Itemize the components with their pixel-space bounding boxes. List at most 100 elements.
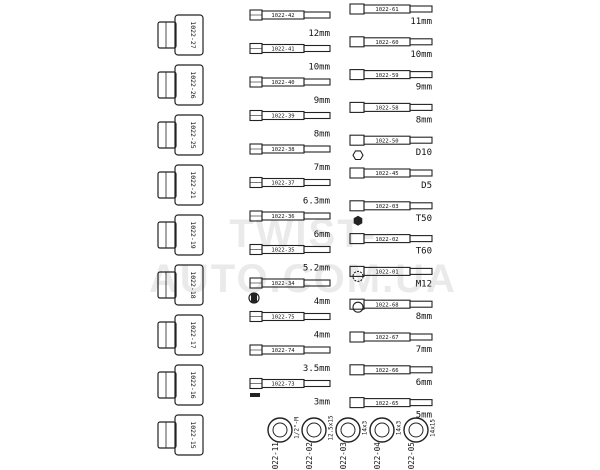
bit-code: 1022-40 <box>271 80 294 86</box>
bit-code: 1022-59 <box>375 73 398 79</box>
bit-size: 4mm <box>314 331 330 341</box>
right-bit-9: 1022-68 8mm <box>349 298 433 322</box>
hex-profile-icon <box>352 150 364 161</box>
bit-size: 5.2mm <box>303 264 330 274</box>
bit-7: 1022-35 5.2mm <box>249 243 331 274</box>
bit-code: 1022-61 <box>375 7 398 13</box>
socket-7: 1022-16 <box>157 364 204 406</box>
bit-code: 1022-34 <box>271 281 295 287</box>
hex-solid-profile-icon <box>353 215 363 226</box>
bit-code: 1022-73 <box>271 382 294 388</box>
bit-code: 1022-66 <box>375 368 398 374</box>
bit-size: 7mm <box>416 345 432 355</box>
bit-code: 1022-50 <box>375 138 398 144</box>
bit-8: 1022-34 4mm <box>249 277 331 307</box>
socket-6: 1022-17 <box>157 314 204 356</box>
adapter-spec: 14x3 <box>396 420 403 435</box>
adapter-0: 1022-11 1/2"-M <box>267 417 301 470</box>
bit-size: 8mm <box>416 312 432 322</box>
bit-code: 1022-60 <box>375 40 398 46</box>
bit-code: 1022-02 <box>375 237 398 243</box>
bit-size: 8mm <box>416 115 432 125</box>
right-bit-1: 1022-60 10mm <box>349 36 433 60</box>
socket-code: 1022-27 <box>189 21 197 48</box>
socket-0: 1022-27 <box>157 14 204 56</box>
socket-code: 1022-17 <box>189 321 197 348</box>
right-bit-11: 1022-66 6mm <box>349 364 433 388</box>
bit-size: D10 <box>416 148 432 158</box>
bit-5: 1022-37 6.3mm <box>249 176 331 207</box>
socket-code: 1022-16 <box>189 371 197 398</box>
right-bit-0: 1022-61 11mm <box>349 3 433 27</box>
adapter-4: 1022-05 14x15 <box>403 417 437 470</box>
adapter-code: 1022-03 <box>339 442 348 470</box>
bit-code: 1022-42 <box>271 13 294 19</box>
bit-10: 1022-74 3.5mm <box>249 344 331 374</box>
bit-size: 11mm <box>410 17 432 27</box>
socket-code: 1022-26 <box>189 71 197 98</box>
socket-code: 1022-25 <box>189 121 197 148</box>
adapter-spec: 14x3 <box>362 420 369 435</box>
bit-code: 1022-74 <box>271 348 295 354</box>
adapter-2: 1022-03 14x3 <box>335 417 369 470</box>
bit-size: 4mm <box>314 297 330 307</box>
adapter-spec: 1/2"-M <box>294 417 301 439</box>
adapter-code: 1022-02 <box>305 442 314 470</box>
torx-profile-icon <box>352 270 364 282</box>
socket-code: 1022-21 <box>189 171 197 198</box>
bit-code: 1022-35 <box>271 248 294 254</box>
bit-code: 1022-37 <box>271 181 294 187</box>
bit-size: 10mm <box>410 50 432 60</box>
bit-code: 1022-01 <box>375 270 398 276</box>
slot-tip-icon <box>250 393 260 397</box>
bit-code: 1022-41 <box>271 47 294 53</box>
bit-size: 7mm <box>314 163 330 173</box>
bit-size: D5 <box>421 181 432 191</box>
bit-code: 1022-67 <box>375 335 398 341</box>
adapter-code: 1022-04 <box>373 442 382 470</box>
socket-2: 1022-25 <box>157 114 204 156</box>
bit-code: 1022-68 <box>375 302 398 308</box>
socket-4: 1022-19 <box>157 214 204 256</box>
bit-code: 1022-36 <box>271 214 294 220</box>
bit-code: 1022-39 <box>271 114 294 120</box>
adapter-spec: 12.5x15 <box>328 415 335 441</box>
bit-size: T60 <box>416 247 432 257</box>
bit-size: T50 <box>416 214 432 224</box>
bit-size: 5mm <box>416 411 432 421</box>
bit-size: 6.3mm <box>303 197 330 207</box>
spline-profile-icon <box>352 301 364 313</box>
bit-size: 3.5mm <box>303 364 330 374</box>
adapter-code: 1022-11 <box>271 442 280 470</box>
bit-code: 1022-65 <box>375 401 398 407</box>
right-bit-12: 1022-65 5mm <box>349 397 433 421</box>
bit-9: 1022-75 4mm <box>249 310 331 341</box>
socket-8: 1022-15 <box>157 414 204 456</box>
adapter-spec: 14x15 <box>430 419 437 437</box>
bit-code: 1022-75 <box>271 315 294 321</box>
bit-1: 1022-41 10mm <box>249 42 331 73</box>
socket-code: 1022-15 <box>189 421 197 448</box>
bit-size: 10mm <box>308 63 330 73</box>
adapter-1: 1022-02 12.5x15 <box>301 415 335 470</box>
bit-code: 1022-45 <box>375 171 398 177</box>
bit-code: 1022-03 <box>375 204 398 210</box>
socket-column: 1022-27 1022-26 1022-25 1022-21 1022-19 1022-… <box>157 14 204 456</box>
flat-tip-icon <box>248 292 260 304</box>
socket-code: 1022-19 <box>189 221 197 248</box>
bit-size: 6mm <box>416 378 432 388</box>
bit-code: 1022-58 <box>375 106 398 112</box>
adapter-code: 1022-05 <box>407 442 416 470</box>
